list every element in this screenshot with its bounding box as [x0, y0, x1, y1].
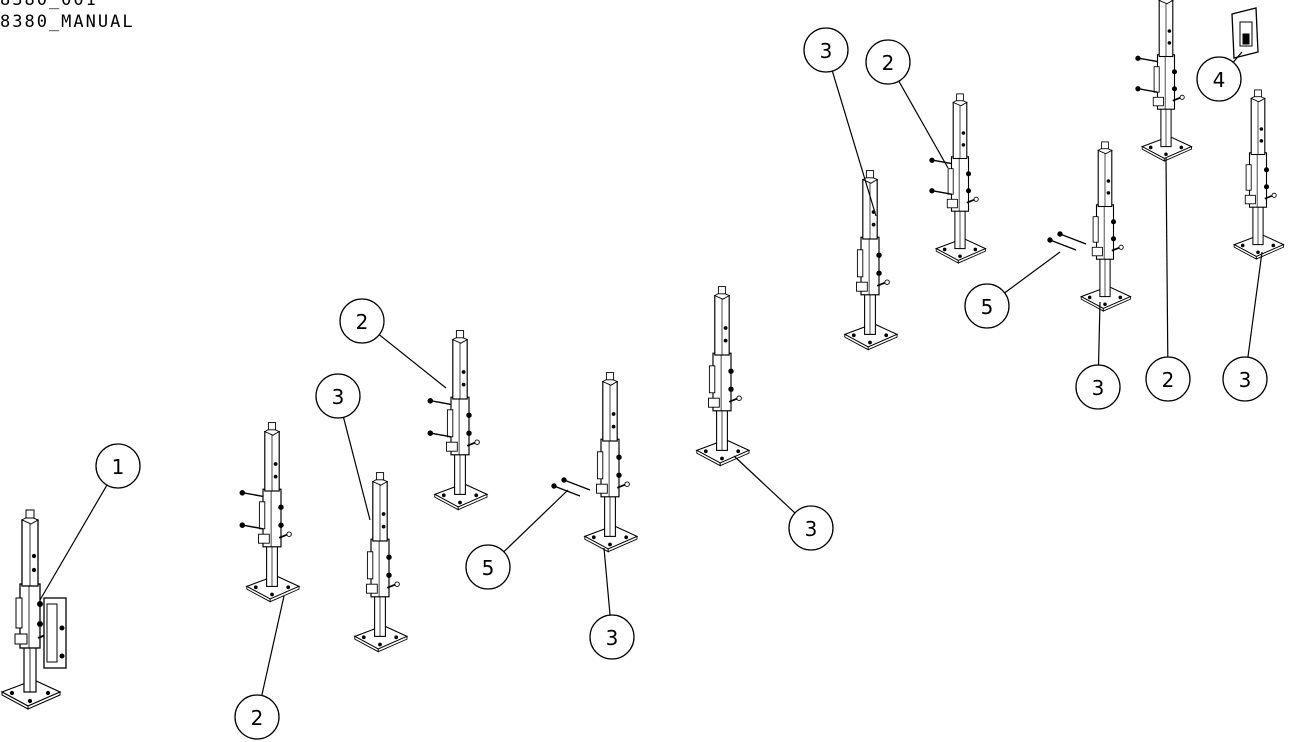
leg-part-3	[353, 471, 408, 653]
callout-leader	[1097, 301, 1101, 366]
callout-bubble: 1	[95, 443, 141, 489]
callout-number: 3	[1239, 368, 1252, 392]
pins-part-2	[1047, 231, 1087, 251]
callout-bubble: 2	[234, 694, 280, 740]
callout-leader	[831, 70, 877, 217]
callout-leader	[1247, 251, 1263, 358]
leg-part-8	[930, 94, 986, 263]
callout-bubble: 3	[803, 27, 849, 73]
callout-bubble: 5	[964, 283, 1010, 329]
callout-number: 5	[482, 556, 495, 580]
callout-number: 1	[112, 455, 125, 479]
callout-leader	[342, 417, 371, 521]
callout-number: 3	[1092, 376, 1105, 400]
bracket-part	[1231, 7, 1259, 59]
callout-bubble: 2	[339, 298, 385, 344]
drawing-number-label: 8380_001	[0, 0, 98, 10]
callout-leader	[261, 595, 285, 696]
leg-part-4	[428, 331, 487, 510]
callout-leader	[378, 334, 447, 389]
callout-number: 2	[251, 706, 264, 730]
callout-number: 2	[1162, 368, 1175, 392]
leg-part-9	[1080, 141, 1132, 312]
pins-part-1	[551, 477, 591, 497]
callout-number: 3	[332, 385, 345, 409]
callout-number: 5	[981, 295, 994, 319]
callout-number: 2	[882, 51, 895, 75]
leg-part-10	[1136, 0, 1192, 161]
callout-leader	[503, 489, 569, 553]
callout-leader	[733, 455, 796, 514]
callout-bubble: 3	[589, 614, 635, 660]
callout-number: 3	[805, 517, 818, 541]
leg-part-5	[583, 371, 638, 553]
leg-part-2	[240, 423, 299, 602]
callout-bubble: 3	[788, 505, 834, 551]
callout-bubble: 2	[865, 39, 911, 85]
callout-bubble: 3	[1075, 364, 1121, 410]
callout-bubble: 4	[1196, 56, 1242, 102]
mounting-plate-part	[43, 597, 67, 669]
leg-part-11	[1233, 89, 1285, 260]
callout-number: 4	[1213, 68, 1226, 92]
callout-bubble: 3	[1222, 356, 1268, 402]
manual-label: 8380_MANUAL	[0, 12, 135, 32]
callout-leader	[1165, 157, 1169, 358]
callout-number: 3	[820, 39, 833, 63]
callout-leader	[39, 484, 108, 601]
callout-bubble: 3	[315, 373, 361, 419]
callout-number: 3	[606, 626, 619, 650]
callout-bubble: 5	[465, 544, 511, 590]
callout-leader	[603, 547, 611, 616]
callout-number: 2	[356, 310, 369, 334]
callout-leader	[1004, 251, 1061, 294]
callout-bubble: 2	[1145, 356, 1191, 402]
leg-part-6	[695, 285, 750, 467]
callout-leader	[898, 80, 949, 169]
callout-leader	[1232, 51, 1243, 63]
